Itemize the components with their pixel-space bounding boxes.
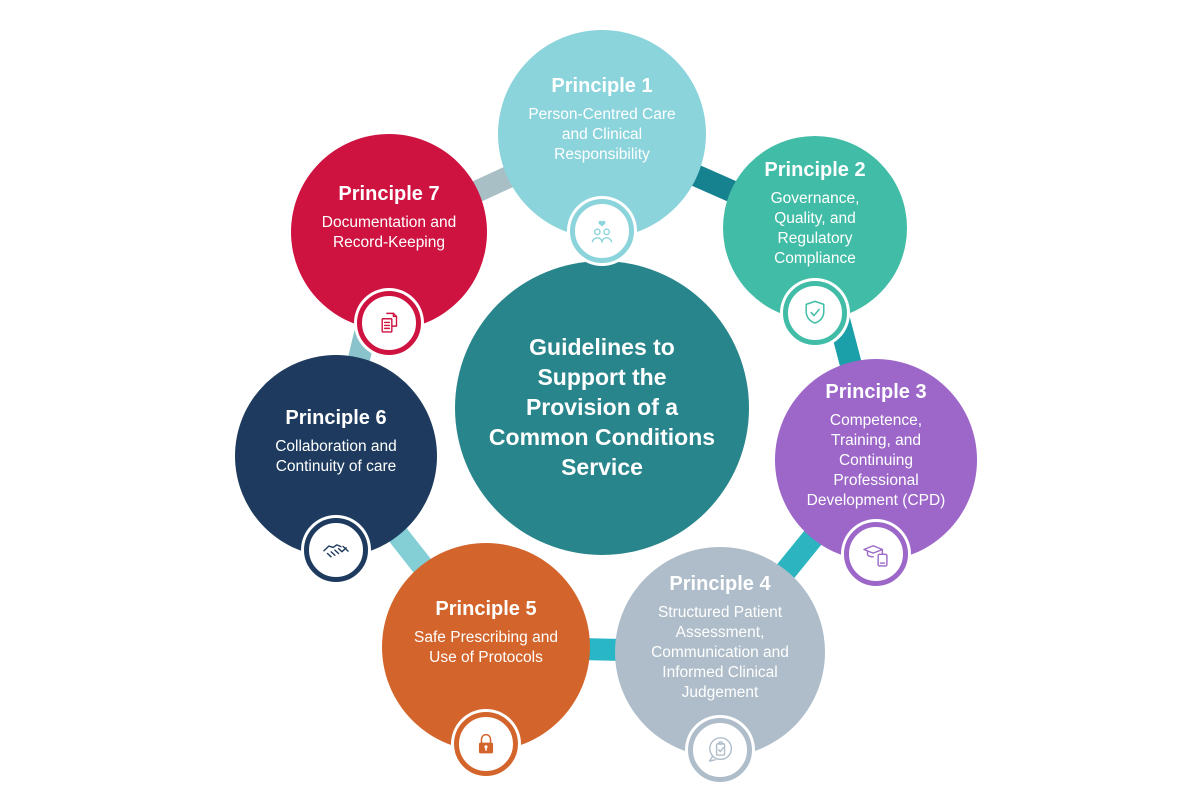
handshake-icon bbox=[304, 518, 368, 582]
diagram-title: Guidelines to Support the Provision of a… bbox=[488, 334, 716, 480]
clipboard-speech-icon bbox=[688, 718, 752, 782]
principle-4-circle: Principle 4 Structured Patient Assessmen… bbox=[615, 547, 825, 782]
principle-6-circle: Principle 6 Collaboration and Continuity… bbox=[235, 355, 437, 582]
principle-7-title: Principle 7 bbox=[338, 183, 440, 206]
principle-2-circle: Principle 2 Governance, Quality, and Reg… bbox=[723, 136, 907, 345]
principle-7-circle: Principle 7 Documentation and Record-Kee… bbox=[291, 134, 487, 355]
graduation-cap-icon bbox=[844, 522, 908, 586]
center-circle: Guidelines to Support the Provision of a… bbox=[455, 261, 749, 555]
principle-5-title: Principle 5 bbox=[435, 598, 537, 621]
principle-5-circle: Principle 5 Safe Prescribing and Use of … bbox=[382, 543, 590, 776]
documents-icon bbox=[357, 291, 421, 355]
padlock-icon bbox=[454, 712, 518, 776]
principle-6-title: Principle 6 bbox=[285, 407, 387, 430]
people-heart-icon bbox=[570, 199, 634, 263]
principle-1-title: Principle 1 bbox=[551, 75, 653, 98]
principle-1-circle: Principle 1 Person-Centred Care and Clin… bbox=[498, 30, 706, 263]
principle-4-title: Principle 4 bbox=[669, 573, 771, 596]
principle-7-subtitle: Documentation and Record-Keeping bbox=[321, 214, 457, 251]
shield-check-icon bbox=[783, 281, 847, 345]
principle-1-subtitle: Person-Centred Care and Clinical Respons… bbox=[528, 106, 676, 163]
principle-3-subtitle: Competence, Training, and Continuing Pro… bbox=[806, 412, 946, 509]
principle-3-circle: Principle 3 Competence, Training, and Co… bbox=[775, 359, 977, 586]
principle-3-title: Principle 3 bbox=[825, 381, 927, 404]
principle-2-subtitle: Governance, Quality, and Regulatory Comp… bbox=[770, 190, 860, 267]
principle-4-subtitle: Structured Patient Assessment, Communica… bbox=[651, 604, 789, 701]
principle-2-title: Principle 2 bbox=[764, 159, 866, 182]
principle-5-subtitle: Safe Prescribing and Use of Protocols bbox=[414, 629, 558, 666]
principle-6-subtitle: Collaboration and Continuity of care bbox=[275, 438, 397, 475]
